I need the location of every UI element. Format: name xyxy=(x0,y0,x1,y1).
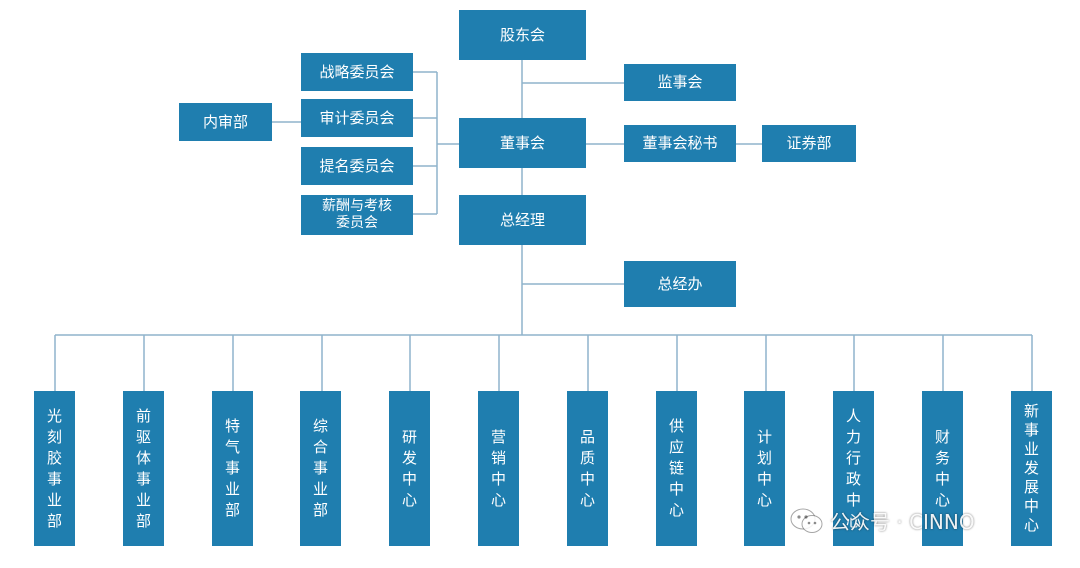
department-box: 新事业发展中心 xyxy=(1011,391,1052,546)
department-box: 计划中心 xyxy=(744,391,785,546)
supervisory-box: 监事会 xyxy=(624,64,736,101)
shareholders-box: 股东会 xyxy=(459,10,586,60)
wechat-icon xyxy=(790,508,823,533)
gm-office-box: 总经办 xyxy=(624,261,736,307)
board-secretary-box: 董事会秘书 xyxy=(624,125,736,162)
department-box: 品质中心 xyxy=(567,391,608,546)
department-box: 前驱体事业部 xyxy=(123,391,164,546)
securities-box: 证券部 xyxy=(762,125,856,162)
department-box: 供应链中心 xyxy=(656,391,697,546)
audit-dept-box: 内审部 xyxy=(179,103,272,141)
committee-box-nomination: 提名委员会 xyxy=(301,147,413,185)
watermark: 公众号 · CINNO xyxy=(790,506,975,535)
department-box: 财务中心 xyxy=(922,391,963,546)
department-box: 光刻胶事业部 xyxy=(34,391,75,546)
board-box: 董事会 xyxy=(459,118,586,168)
committee-box-compensation: 薪酬与考核 委员会 xyxy=(301,195,413,235)
department-box: 综合事业部 xyxy=(300,391,341,546)
department-box: 研发中心 xyxy=(389,391,430,546)
watermark-text: 公众号 · CINNO xyxy=(830,510,975,534)
department-box: 特气事业部 xyxy=(212,391,253,546)
general-manager-box: 总经理 xyxy=(459,195,586,245)
committee-box-strategy: 战略委员会 xyxy=(301,53,413,91)
department-box: 营销中心 xyxy=(478,391,519,546)
department-box: 人力行政中心 xyxy=(833,391,874,546)
committee-box-audit: 审计委员会 xyxy=(301,99,413,137)
